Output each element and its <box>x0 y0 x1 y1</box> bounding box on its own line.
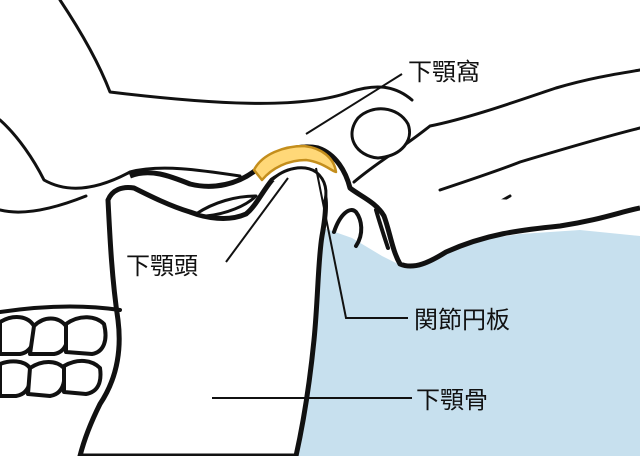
soft-tissue-region <box>296 226 640 456</box>
label-mandibular-fossa: 下顎窩 <box>408 58 480 86</box>
label-mandibular-condyle: 下顎頭 <box>126 252 198 280</box>
label-mandible: 下顎骨 <box>416 386 488 414</box>
articular-eminence <box>332 208 364 248</box>
articular-disc <box>252 144 338 182</box>
teeth <box>0 315 108 398</box>
zygomatic-process <box>350 107 411 160</box>
sigmoid-notch <box>194 194 258 218</box>
leader-lines <box>212 73 412 399</box>
temporal-bone-underside <box>129 144 640 269</box>
label-articular-disc: 関節円板 <box>414 306 510 334</box>
mandible-bone <box>77 169 328 456</box>
styloid-process <box>374 208 390 250</box>
maxilla-ridge <box>0 304 122 314</box>
